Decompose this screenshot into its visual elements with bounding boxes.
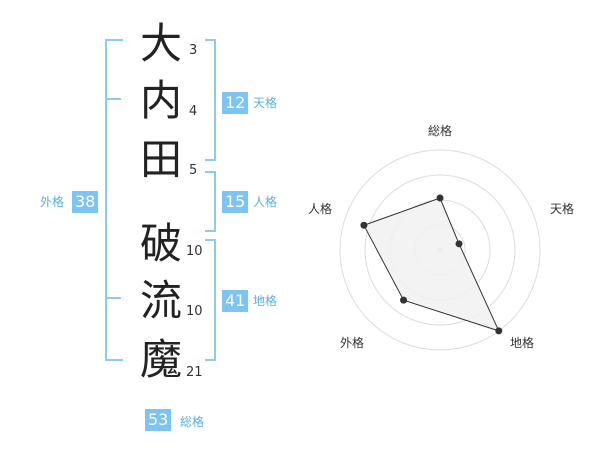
soukaku-label: 総格 [180,415,205,429]
name-char-2: 内 [139,76,182,125]
gaikaku-label: 外格 [40,195,65,209]
gaikaku-bracket [105,39,123,361]
stroke-count-3: 5 [189,163,198,178]
radar-point-4 [400,296,408,304]
radar-area [363,197,500,332]
radar-points [360,194,503,335]
tenkaku-value-badge: 12 [222,92,249,114]
radar-ring-3 [364,174,516,326]
jinkaku-bracket [205,171,216,232]
gaikaku-value-badge: 38 [72,191,99,213]
radar-ring-4 [339,149,541,351]
chikaku-bracket [205,239,216,361]
gaikaku-bracket-tick-top [105,98,121,100]
stroke-count-6: 21 [186,365,203,380]
soukaku-value-badge: 53 [145,409,172,431]
radar-axis-label-soukaku: 総格 [428,124,453,138]
radar-axis-label-chikaku: 地格 [510,336,535,350]
radar-point-3 [495,327,503,335]
gaikaku-bracket-tick-bottom [105,297,121,299]
radar-point-5 [360,221,368,229]
chikaku-value-badge: 41 [222,290,249,312]
stroke-count-2: 4 [189,104,198,119]
radar-point-1 [436,194,444,202]
stroke-count-4: 10 [186,244,203,259]
radar-axis-label-tenkaku: 天格 [550,202,575,216]
tenkaku-label: 天格 [253,96,278,110]
radar-axis-label-jinkaku: 人格 [308,202,333,216]
tenkaku-bracket [205,39,216,161]
stroke-count-1: 3 [189,43,198,58]
radar-axis-label-gaikaku: 外格 [340,336,365,350]
name-char-5: 流 [139,276,182,325]
stroke-count-5: 10 [186,304,203,319]
name-char-1: 大 [139,19,182,68]
name-char-3: 田 [139,135,182,184]
jinkaku-label: 人格 [253,195,278,209]
name-char-4: 破 [139,219,182,268]
chikaku-label: 地格 [253,294,278,308]
name-char-6: 魔 [139,335,182,384]
jinkaku-value-badge: 15 [222,191,249,213]
radar-point-2 [455,240,463,248]
